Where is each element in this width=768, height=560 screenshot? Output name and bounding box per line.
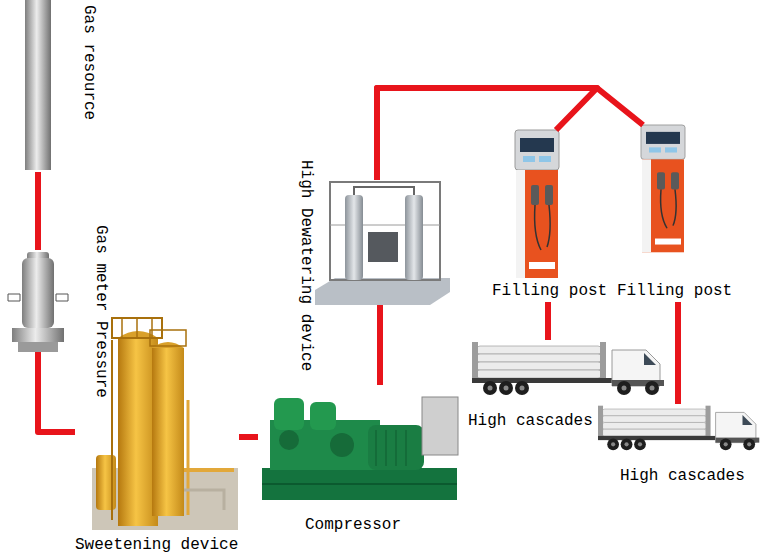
sweetening-picture [136, 318, 138, 338]
filling-post-node: Filling post [617, 125, 733, 302]
filling-post-picture [515, 130, 559, 278]
compressor-picture [274, 398, 304, 430]
dewatering-picture [405, 195, 423, 280]
gas-meter-node: Gas meter Pressure [6, 250, 70, 352]
compressor-picture [310, 402, 336, 430]
dewatering-picture [345, 195, 363, 280]
sweetening-picture [152, 342, 184, 348]
gas-pipeline [35, 172, 41, 250]
equipment-label: Filling post [492, 282, 607, 301]
gas-pipeline [377, 305, 383, 385]
gas-pipe-picture [25, 0, 51, 170]
gas-pipeline [377, 88, 597, 180]
sweetening-picture [112, 318, 162, 338]
cascade-truck-picture [472, 342, 759, 450]
gas-pipeline [239, 434, 258, 440]
compressor-picture [422, 397, 458, 455]
sweetening-picture [92, 318, 238, 530]
sweetening-picture [184, 490, 224, 510]
equipment-label: Gas meter Pressure [91, 225, 110, 398]
compressor-picture [330, 433, 354, 457]
gas-source-node: Gas resource [24, 0, 52, 172]
dewatering-picture [368, 232, 398, 262]
compressor-picture [262, 468, 457, 500]
compressor-picture [386, 430, 387, 466]
cascade-truck-picture [472, 342, 664, 395]
equipment-label: High cascades [468, 412, 593, 431]
dewatering-picture [315, 182, 450, 305]
cascade-truck-picture [598, 406, 759, 451]
sweetening-picture [111, 340, 113, 520]
equipment-label: High cascades [620, 467, 745, 486]
dewatering-node: High Dewatering device [315, 180, 450, 305]
filling-post-node: Filling post [492, 130, 608, 302]
gas-meter-picture [8, 294, 20, 301]
gas-pipe-picture [25, 0, 51, 170]
compressor-picture [262, 483, 457, 485]
sweetening-picture [151, 318, 153, 338]
gas-pipeline [38, 352, 75, 432]
filling-post-picture [515, 125, 685, 278]
gas-meter-picture [12, 328, 64, 342]
sweetening-picture [184, 468, 234, 472]
equipment-label: High Dewatering device [296, 160, 315, 371]
gas-meter-picture [56, 294, 68, 301]
gas-meter-picture [8, 252, 68, 352]
equipment-label: Sweetening device [75, 536, 238, 555]
dewatering-picture [315, 278, 450, 305]
sweetening-node: Sweetening device [75, 312, 239, 556]
gas-meter-picture [22, 258, 54, 328]
gas-pipeline [675, 302, 681, 404]
compressor-picture [396, 430, 397, 466]
compressor-picture [279, 430, 299, 450]
compressor-node: Compressor [258, 385, 463, 536]
sweetening-picture [152, 348, 184, 516]
sweetening-picture [187, 400, 190, 515]
sweetening-picture [150, 330, 186, 346]
gas-pipeline [545, 302, 551, 340]
dewatering-picture [330, 182, 440, 280]
equipment-label: Filling post [617, 282, 732, 301]
sweetening-picture [121, 318, 123, 338]
compressor-picture [376, 430, 377, 466]
gas-pipeline [377, 88, 643, 180]
cascade-node: High cascades [598, 404, 762, 487]
compressor-picture [262, 397, 458, 500]
cascade-node: High cascades [468, 340, 667, 432]
equipment-label: Gas resource [79, 5, 98, 120]
equipment-label: Compressor [305, 516, 401, 535]
gas-meter-picture [18, 342, 58, 352]
compressor-picture [368, 425, 424, 470]
dewatering-picture [354, 187, 414, 195]
filling-post-picture [641, 125, 685, 252]
compressor-picture [406, 430, 407, 466]
